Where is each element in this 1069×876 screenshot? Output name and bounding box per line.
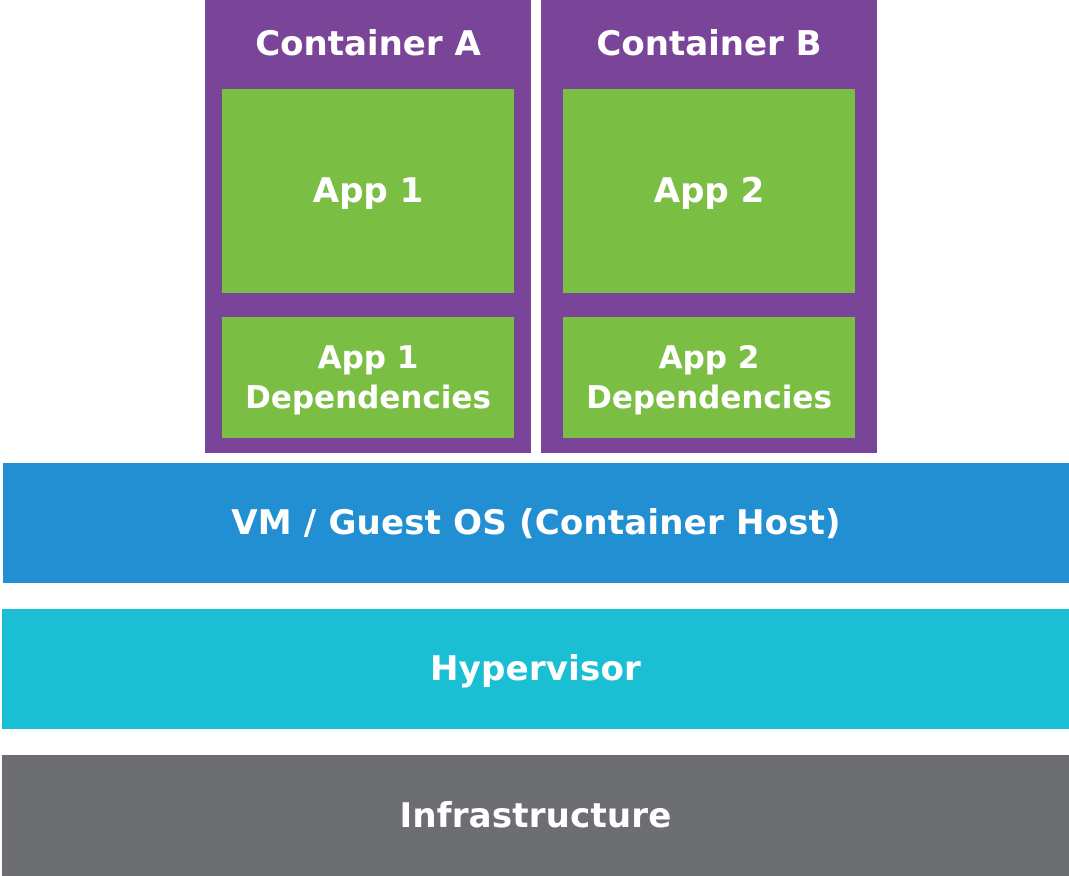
- app-1-dependencies-box: App 1 Dependencies: [222, 317, 514, 438]
- container-b-title: Container B: [596, 24, 822, 64]
- app-1-label: App 1: [312, 171, 424, 211]
- app-2-box: App 2: [563, 89, 855, 293]
- vm-guest-os-layer: VM / Guest OS (Container Host): [3, 463, 1069, 583]
- container-b: Container B App 2 App 2 Dependencies: [541, 0, 877, 453]
- app-2-dependencies-box: App 2 Dependencies: [563, 317, 855, 438]
- container-a-title: Container A: [255, 24, 481, 64]
- infrastructure-layer: Infrastructure: [2, 755, 1069, 876]
- app-1-box: App 1: [222, 89, 514, 293]
- app-1-dependencies-label: App 1 Dependencies: [245, 339, 491, 416]
- hypervisor-label: Hypervisor: [430, 649, 641, 689]
- app-2-label: App 2: [653, 171, 765, 211]
- hypervisor-layer: Hypervisor: [2, 609, 1069, 729]
- container-a: Container A App 1 App 1 Dependencies: [205, 0, 531, 453]
- vm-guest-os-label: VM / Guest OS (Container Host): [231, 503, 841, 543]
- infrastructure-label: Infrastructure: [399, 795, 672, 836]
- app-2-dependencies-label: App 2 Dependencies: [586, 339, 832, 416]
